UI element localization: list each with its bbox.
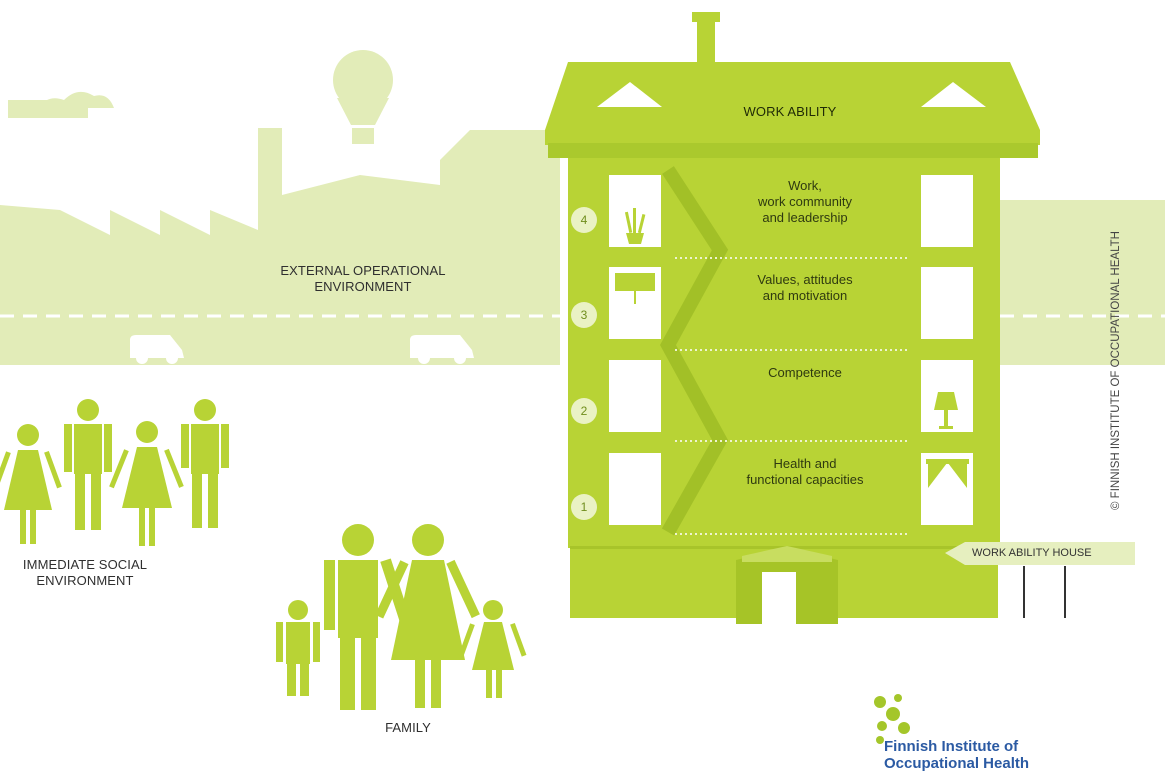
floor-separators (675, 257, 910, 535)
right-windows (921, 175, 973, 525)
family-people (276, 524, 527, 710)
logo-line1: Finnish Institute of (884, 738, 1019, 755)
floor-1-line1: Health and (773, 456, 837, 471)
logo-line2: Occupational Health (884, 755, 1030, 772)
floor-2-number: 2 (571, 398, 597, 424)
floor-1-number: 1 (571, 494, 597, 520)
van-icon (410, 335, 474, 364)
floor-4-line3: and leadership (762, 210, 848, 225)
child-icon (276, 600, 320, 696)
social-people (0, 399, 229, 546)
copyright-text: © FINNISH INSTITUTE OF OCCUPATIONAL HEAL… (1110, 231, 1122, 510)
hot-air-balloon-icon (333, 50, 393, 144)
floor-3-label: Values, attitudes and motivation (700, 272, 910, 304)
roof-window (597, 82, 662, 107)
family-label: FAMILY (385, 720, 431, 735)
stairs (660, 166, 729, 536)
roof (545, 62, 1040, 145)
floor-2-label: Competence (700, 365, 910, 381)
floor-1-label: Health and functional capacities (700, 456, 910, 488)
external-label-line2: ENVIRONMENT (314, 279, 412, 294)
man-icon (324, 524, 410, 710)
person-woman-icon (0, 424, 62, 544)
floor-4-line2: work community (758, 194, 852, 209)
cloud-icon (38, 91, 114, 108)
social-label-line1: IMMEDIATE SOCIAL (22, 557, 148, 572)
floor-4-line1: Work, (788, 178, 822, 193)
factory-icon (0, 128, 560, 270)
roof-window (921, 82, 986, 107)
work-ability-house (545, 12, 1135, 624)
floor-2-line1: Competence (768, 365, 842, 380)
front-door (736, 546, 838, 624)
sign-icon (615, 273, 655, 304)
woman-icon (375, 524, 480, 708)
floor-3-line1: Values, attitudes (757, 272, 853, 287)
floor-1-line2: functional capacities (746, 472, 864, 487)
roof-label: WORK ABILITY (743, 104, 837, 119)
person-man-icon (181, 399, 229, 528)
lamp-icon (934, 392, 958, 429)
house-sign-label: WORK ABILITY HOUSE (972, 547, 1092, 559)
floor-3-number: 3 (571, 302, 597, 328)
van-icon (130, 335, 184, 364)
plant-icon (624, 208, 646, 244)
curtain-icon (926, 459, 969, 488)
social-label-line2: ENVIRONMENT (36, 573, 134, 588)
social-environment-label: IMMEDIATE SOCIAL ENVIRONMENT (0, 557, 170, 589)
person-woman-icon (109, 421, 184, 546)
floor-4-label: Work, work community and leadership (700, 178, 910, 226)
logo-text: Finnish Institute of Occupational Health (884, 738, 1029, 772)
logo-icon (874, 694, 910, 744)
house-sign-board (945, 542, 1135, 618)
external-environment-label: EXTERNAL OPERATIONAL ENVIRONMENT (253, 263, 473, 295)
external-label-line1: EXTERNAL OPERATIONAL (280, 263, 446, 278)
floor-3-line2: and motivation (762, 288, 848, 303)
floor-4-number: 4 (571, 207, 597, 233)
child-icon (458, 600, 527, 698)
person-man-icon (64, 399, 112, 530)
chimney-icon (692, 12, 720, 65)
